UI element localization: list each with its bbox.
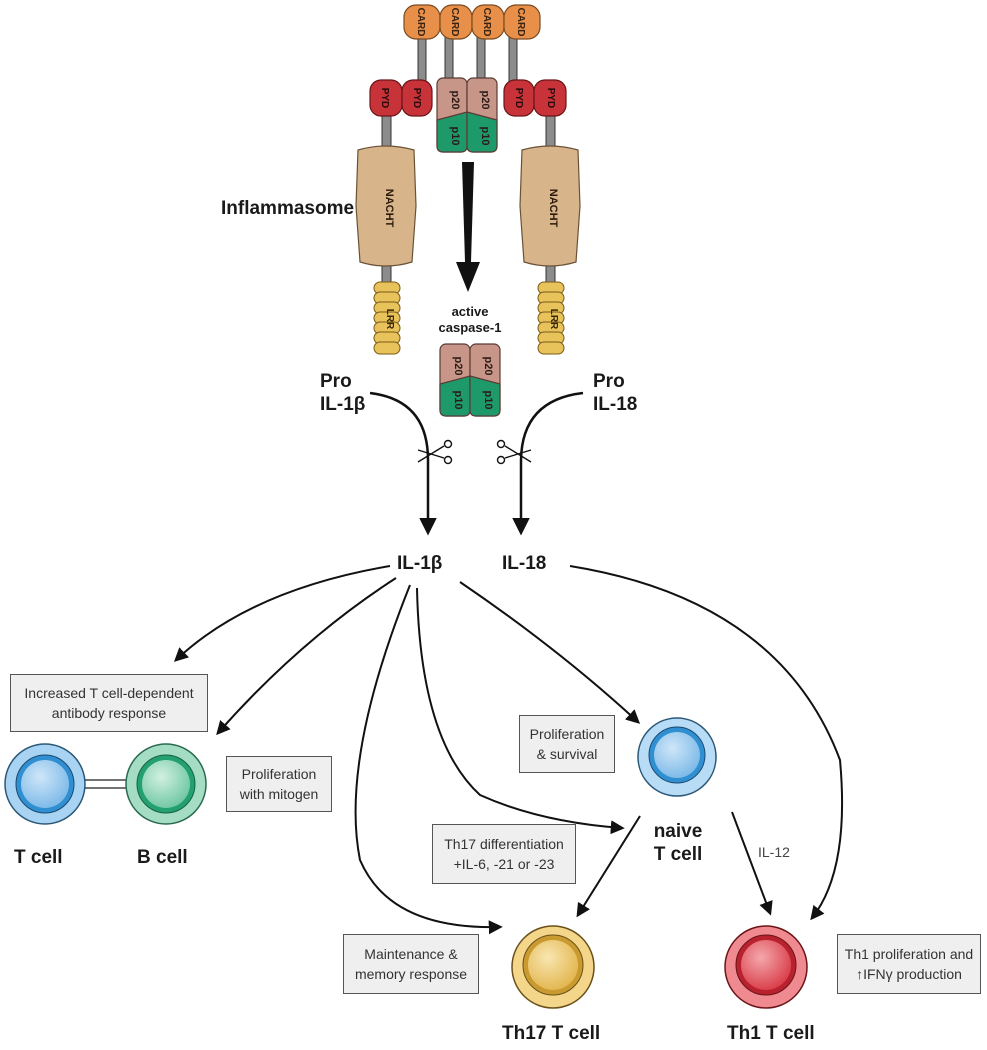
survival-line2: & survival: [536, 746, 598, 762]
active-p10-label-2: p10: [482, 391, 494, 410]
card-label-2: CARD: [449, 8, 460, 37]
lrr-label-right: LRR: [548, 309, 559, 330]
b-cell-label: B cell: [137, 847, 188, 868]
p10-label-2: p10: [479, 127, 491, 146]
t-cell-label: T cell: [14, 847, 63, 868]
pro-il1b-line1: Pro: [320, 371, 352, 392]
pro-il1b-label: Pro IL-1β: [320, 370, 365, 416]
th17-t-cell-label: Th17 T cell: [502, 1023, 601, 1044]
th1-t-cell-label: Th1 T cell: [727, 1023, 815, 1044]
th17-differentiation-box: Th17 differentiation +IL-6, -21 or -23: [432, 824, 576, 884]
scissors-icon: [417, 439, 453, 465]
memory-response-line2: memory response: [354, 966, 468, 982]
th1-t-cell: [724, 925, 808, 1009]
naive-t-cell: [637, 717, 717, 797]
survival-box: Proliferation & survival: [519, 715, 615, 773]
mitogen-line1: Proliferation: [241, 766, 317, 782]
th17-differentiation-line2: +IL-6, -21 or -23: [453, 856, 555, 872]
pyd-label-3: PYD: [513, 88, 524, 109]
pro-il1b-arrow: [369, 391, 437, 536]
th1-proliferation-line2-row: ↑IFNγ production: [838, 964, 980, 984]
pro-il18-line1: Pro: [593, 371, 625, 392]
b-cell: [125, 743, 207, 825]
arrow-il1b-naive-lower: [416, 587, 625, 835]
th1-proliferation-line2: IFNγ production: [863, 966, 962, 982]
p20-label-1: p20: [449, 91, 461, 110]
pro-il18-arrow: [512, 391, 584, 536]
arrow-il18-th1: [569, 565, 844, 921]
th17-t-cell: [511, 925, 595, 1009]
active-p20-label-2: p20: [482, 357, 494, 376]
t-cell: [4, 743, 86, 825]
nacht-domains: [355, 145, 581, 267]
card-label-4: CARD: [515, 8, 526, 37]
survival-line1: Proliferation: [529, 726, 605, 742]
il1b-label: IL-1β: [397, 553, 443, 574]
caspase-top: [436, 77, 498, 153]
pro-il18-line2: IL-18: [593, 394, 638, 415]
card-domains: [403, 4, 541, 40]
active-caspase: [439, 343, 501, 417]
cell-junction: [85, 779, 126, 789]
arrow-naive-th17: [576, 815, 641, 918]
mitogen-box: Proliferation with mitogen: [226, 756, 332, 812]
pyd-label-4: PYD: [545, 88, 556, 109]
p10-label-1: p10: [449, 127, 461, 146]
memory-response-box: Maintenance & memory response: [343, 934, 479, 994]
pro-il1b-line2: IL-1β: [320, 394, 366, 415]
pyd-label-2: PYD: [411, 88, 422, 109]
naive-t-cell-label: naive T cell: [650, 820, 706, 866]
card-label-3: CARD: [481, 8, 492, 37]
antibody-response-box: Increased T cell-dependent antibody resp…: [10, 674, 208, 732]
il18-label: IL-18: [502, 553, 547, 574]
active-caspase-line2: caspase-1: [438, 320, 502, 335]
memory-response-line1: Maintenance &: [364, 946, 458, 962]
inflammasome-label: Inflammasome: [221, 198, 355, 219]
arrow-il1b-antibody: [173, 565, 391, 662]
up-arrow-icon: ↑: [856, 966, 864, 982]
activation-arrow: [456, 162, 480, 292]
scissors-icon: [496, 439, 532, 465]
th1-proliferation-box: Th1 proliferation and ↑IFNγ production: [837, 934, 981, 994]
active-p20-label-1: p20: [452, 357, 464, 376]
antibody-response-line2: antibody response: [51, 705, 167, 721]
pyd-label-1: PYD: [379, 88, 390, 109]
arrow-il1b-bcell: [216, 577, 397, 736]
naive-t-cell-line1: naive: [653, 821, 703, 842]
nacht-label-left: NACHT: [383, 189, 395, 228]
pyd-domains: [369, 79, 567, 117]
lrr-label-left: LRR: [384, 309, 395, 330]
mitogen-line2: with mitogen: [239, 786, 319, 802]
active-caspase-line1: active: [451, 304, 489, 319]
il12-label: IL-12: [758, 844, 790, 860]
antibody-response-line1: Increased T cell-dependent: [24, 685, 194, 701]
nacht-label-right: NACHT: [547, 189, 559, 228]
p20-label-2: p20: [479, 91, 491, 110]
card-label-1: CARD: [415, 8, 426, 37]
arrow-il1b-th17: [354, 584, 503, 935]
lrr-domains: [373, 281, 565, 355]
arrow-il1b-naive: [459, 581, 641, 724]
th17-differentiation-line1: Th17 differentiation: [444, 836, 564, 852]
active-p10-label-1: p10: [452, 391, 464, 410]
naive-t-cell-line2: T cell: [653, 844, 703, 865]
active-caspase-label: active caspase-1: [430, 304, 510, 336]
th1-proliferation-line1: Th1 proliferation and: [844, 946, 974, 962]
pro-il18-label: Pro IL-18: [593, 370, 637, 416]
arrow-naive-th1: [731, 811, 773, 916]
